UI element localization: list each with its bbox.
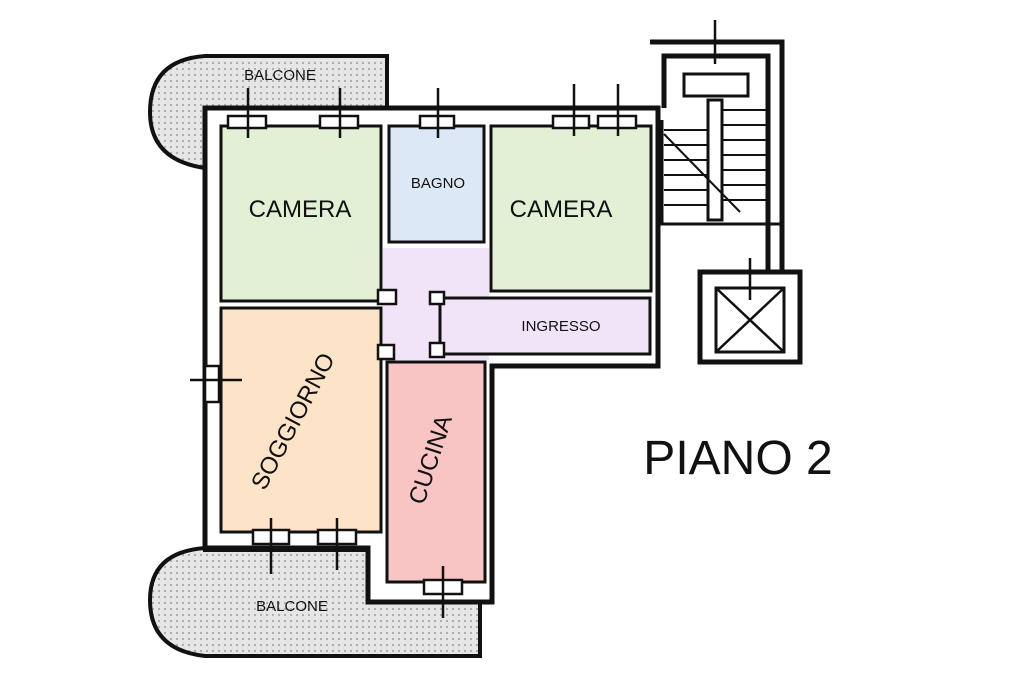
label-ingresso: INGRESSO	[521, 318, 600, 335]
floor-title: PIANO 2	[643, 432, 832, 485]
room-camera-left	[219, 124, 383, 303]
label-bagno: BAGNO	[411, 175, 465, 192]
room-cucina	[385, 360, 487, 584]
windows	[190, 84, 638, 618]
inner-walls	[376, 288, 446, 361]
room-ingresso	[438, 296, 652, 356]
label-balcone-bottom: BALCONE	[256, 598, 328, 615]
label-camera-right: CAMERA	[510, 196, 613, 223]
room-soggiorno	[219, 306, 383, 534]
room-bagno	[387, 124, 486, 244]
staircase	[650, 20, 785, 275]
balcony-bottom	[147, 545, 482, 658]
label-balcone-top: BALCONE	[244, 67, 316, 84]
label-camera-left: CAMERA	[249, 196, 352, 223]
elevator	[697, 258, 803, 365]
room-camera-right	[489, 124, 653, 293]
